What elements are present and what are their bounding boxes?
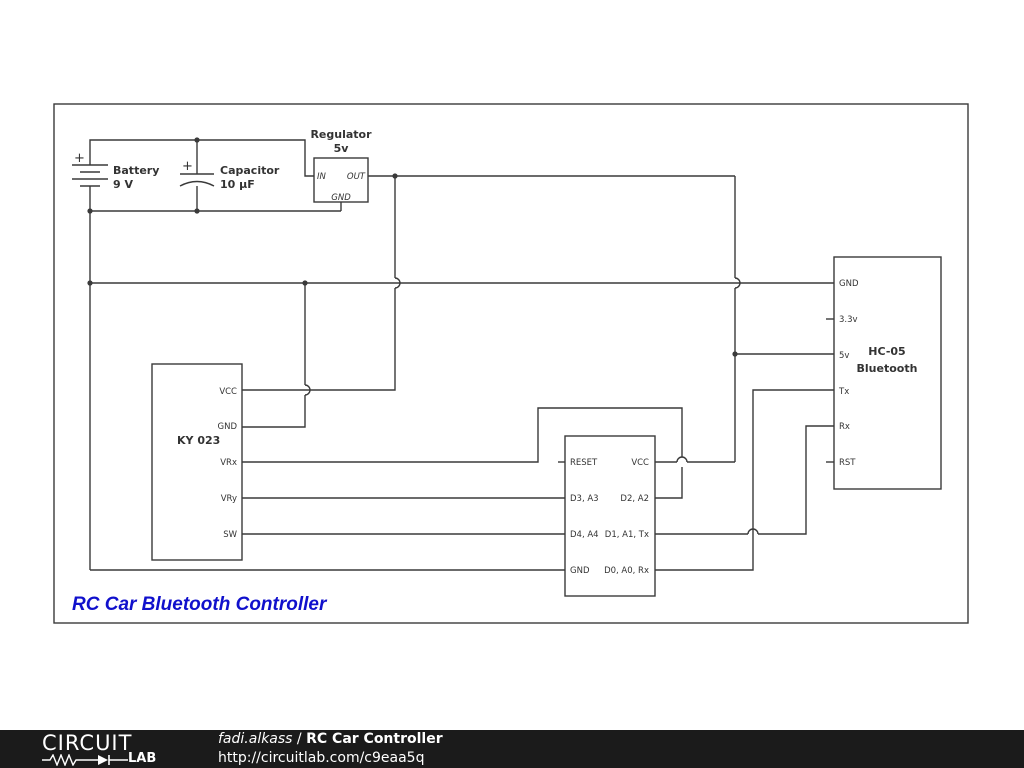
mcu-pin-gnd: GND (570, 566, 590, 576)
ky023-pin-vrx: VRx (220, 458, 237, 468)
regulator-name-label: Regulator (310, 128, 372, 141)
capacitor-symbol[interactable] (179, 173, 215, 187)
mcu-pin-d2: D2, A2 (620, 494, 649, 504)
mcu-pin-d3: D3, A3 (570, 494, 599, 504)
footer-text: fadi.alkass / RC Car Controller http://c… (218, 730, 443, 767)
battery-value-label: 9 V (113, 178, 133, 191)
capacitor-name-label: Capacitor (220, 164, 280, 177)
logo-waveform-icon (42, 754, 128, 766)
schematic-frame (53, 103, 969, 624)
schematic-title: RC Car Bluetooth Controller (72, 594, 328, 615)
ky023-pin-sw: SW (223, 530, 237, 540)
circuit-schematic: + Battery 9 V + Capacitor 10 µF Regulato… (53, 103, 969, 624)
hc05-pin-tx: Tx (838, 387, 849, 397)
hc05-pin-5v: 5v (839, 351, 849, 361)
hc05-subname-label: Bluetooth (857, 362, 918, 375)
battery-name-label: Battery (113, 164, 159, 177)
capacitor-plus-sign: + (182, 159, 193, 174)
mcu-pin-vcc: VCC (631, 458, 649, 468)
ky023-name-label: KY 023 (177, 434, 220, 447)
ky023-pin-vry: VRy (221, 494, 237, 504)
mcu-pin-d0: D0, A0, Rx (604, 566, 649, 576)
regulator-value-label: 5v (334, 142, 350, 155)
footer-bar: CIRCUIT LAB fadi.alkass / RC Car Control… (0, 730, 1024, 768)
hc05-pin-gnd: GND (839, 279, 859, 289)
mcu-box[interactable] (564, 435, 656, 597)
logo-bottom-text: LAB (128, 751, 157, 766)
regulator-box[interactable] (313, 157, 369, 203)
battery-plus-sign: + (74, 151, 85, 166)
battery-symbol[interactable] (72, 164, 108, 187)
ky023-box[interactable] (151, 363, 243, 561)
hc05-box[interactable] (833, 256, 942, 490)
capacitor-value-label: 10 µF (220, 178, 255, 191)
ky023-pin-gnd: GND (218, 422, 238, 432)
regulator-gnd-pin: GND (331, 193, 351, 203)
hc05-pin-rx: Rx (839, 422, 850, 432)
regulator-out-pin: OUT (347, 172, 366, 182)
footer-title-line: fadi.alkass / RC Car Controller (218, 730, 443, 749)
footer-url-link[interactable]: http://circuitlab.com/c9eaa5q (218, 750, 425, 766)
logo-top-text: CIRCUIT (42, 731, 133, 755)
junction-dots (87, 137, 738, 357)
mcu-pin-d4: D4, A4 (570, 530, 599, 540)
mcu-pin-reset: RESET (570, 458, 598, 468)
mcu-pin-d1: D1, A1, Tx (605, 530, 649, 540)
footer-separator: / (292, 731, 307, 747)
footer-author-link[interactable]: fadi.alkass (218, 731, 293, 747)
hc05-pin-rst: RST (839, 458, 856, 468)
hc05-pin-3v3: 3.3v (839, 315, 858, 325)
regulator-in-pin: IN (317, 172, 327, 182)
footer-project-name: RC Car Controller (306, 731, 443, 747)
hc05-name-label: HC-05 (868, 345, 905, 358)
ky023-pin-vcc: VCC (219, 387, 237, 397)
circuitlab-logo[interactable]: CIRCUIT LAB (42, 732, 177, 768)
wires (89, 139, 834, 571)
